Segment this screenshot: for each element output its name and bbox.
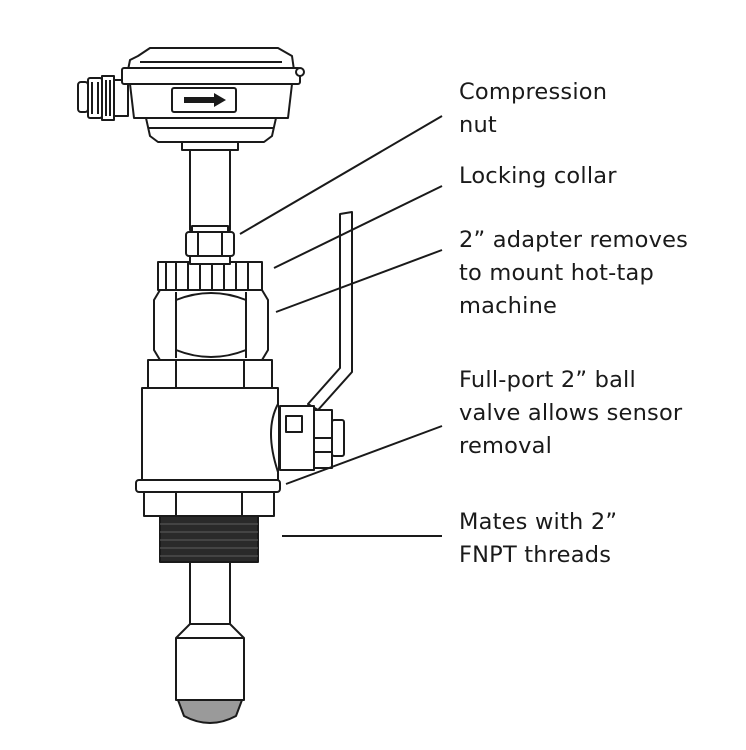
leader-compression-nut bbox=[239, 115, 443, 235]
adapter-hex bbox=[153, 289, 269, 361]
valve-handle bbox=[279, 211, 353, 471]
cable-gland bbox=[77, 75, 129, 121]
threads-label: Mates with 2” FNPT threads bbox=[459, 509, 618, 568]
ball-valve-label: Full-port 2” ball valve allows sensor re… bbox=[459, 367, 683, 459]
valve-top-nut bbox=[147, 359, 273, 389]
leader-adapter bbox=[275, 249, 443, 313]
arrow-icon bbox=[184, 93, 226, 107]
valve-bottom-flange bbox=[135, 479, 281, 517]
probe-tip bbox=[175, 623, 245, 724]
transmitter-housing bbox=[77, 47, 305, 143]
locking-collar-label: Locking collar bbox=[459, 163, 617, 189]
leader-ball-valve bbox=[285, 425, 443, 485]
npt-threads bbox=[159, 515, 259, 563]
insertion-tube bbox=[189, 561, 231, 625]
compression-nut bbox=[185, 225, 235, 257]
compression-nut-label: Compression nut bbox=[459, 79, 608, 138]
neck bbox=[181, 141, 239, 231]
locking-collar bbox=[157, 255, 263, 291]
adapter-label: 2” adapter removes to mount hot-tap mach… bbox=[459, 227, 689, 319]
ball-valve-body bbox=[141, 387, 279, 481]
leader-locking-collar bbox=[273, 185, 443, 269]
leader-lines bbox=[239, 115, 443, 537]
